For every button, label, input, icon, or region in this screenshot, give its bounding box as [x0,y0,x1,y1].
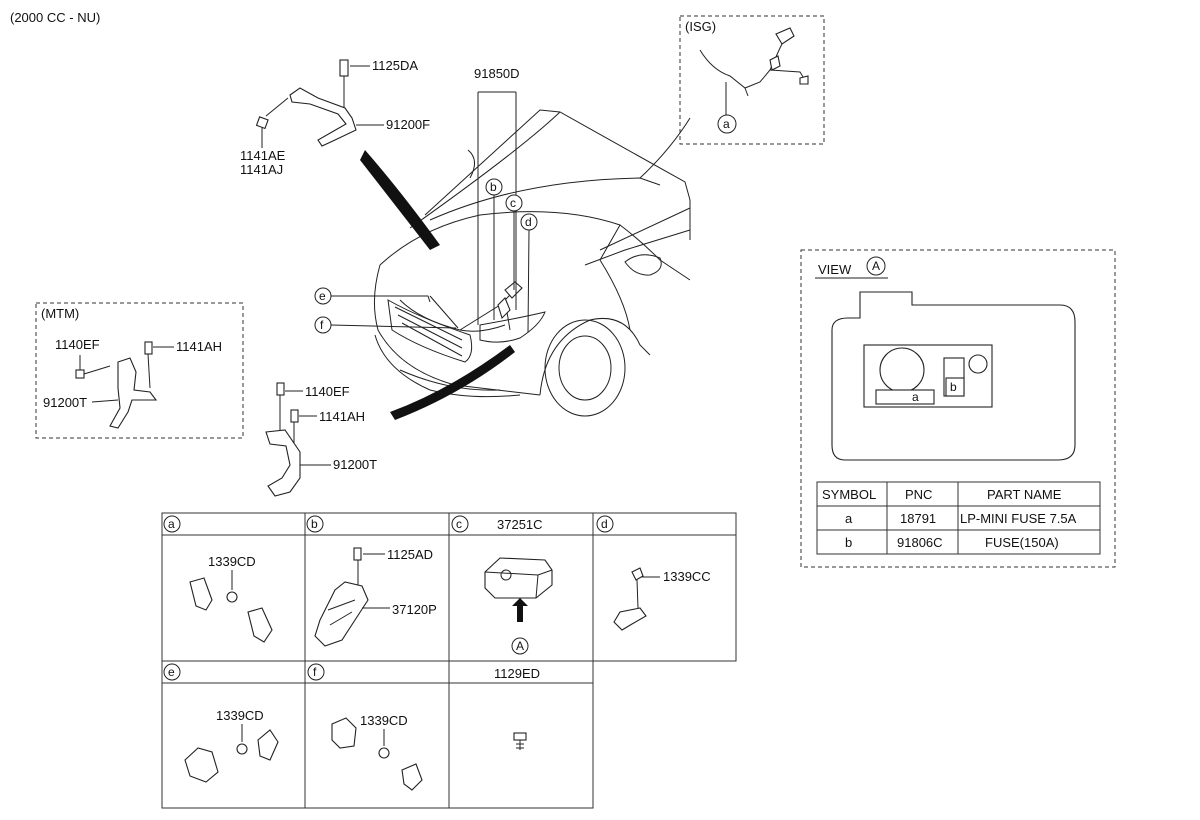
label-91200T-main: 91200T [333,457,377,472]
view-a-box: VIEW A a b SYMBOL PNC PART NAME a 18791 … [800,249,1116,568]
engine-label: (2000 CC - NU) [10,10,100,25]
label-1140EF-main: 1140EF [305,384,350,399]
detail-cell-f: f 1339CD [307,663,423,791]
marker-b: b [490,180,497,194]
table-cell: a [845,511,853,526]
mtm-title: (MTM) [41,306,79,321]
marker-f: f [320,318,324,332]
svg-text:a: a [168,517,175,531]
detail-cell-a: a 1339CD [163,515,273,643]
view-direction-arrow [512,598,528,622]
cell-c-header: 37251C [497,517,543,532]
isg-title: (ISG) [685,19,716,34]
detail-cell-e: e 1339CD [163,663,279,783]
label-1141AH-mtm: 1141AH [176,339,222,354]
table-header-symbol: SYMBOL [822,487,876,502]
isg-box: (ISG) a [679,15,825,145]
main-markers: b c d e f [314,178,538,334]
label-91200T-mtm: 91200T [43,395,87,410]
svg-text:1339CD: 1339CD [208,554,256,569]
svg-text:91850D: 91850D [474,66,520,81]
cell-1129ED-header: 1129ED [494,666,540,681]
mtm-box: (MTM) 1140EF 1141AH 91200T [35,302,244,439]
pointer-arrow-upper [360,150,440,250]
svg-text:A: A [516,639,524,653]
svg-text:1339CC: 1339CC [663,569,711,584]
harness-91200T: 1140EF 1141AH 91200T [265,382,377,497]
svg-text:1339CD: 1339CD [360,713,408,728]
table-cell: LP-MINI FUSE 7.5A [960,511,1077,526]
view-title: VIEW [818,262,852,277]
detail-cell-d: d 1339CC [596,515,711,631]
marker-d: d [525,215,532,229]
table-cell: FUSE(150A) [985,535,1059,550]
marker-e: e [319,289,326,303]
detail-grid: a 1339CD b 1125AD 37120P c 37251C [161,512,737,809]
table-cell: 91806C [897,535,943,550]
view-marker-A: A [872,259,880,273]
label-1141AH-main: 1141AH [319,409,365,424]
detail-cell-c: c 37251C A [451,515,553,655]
car-illustration [360,109,691,420]
table-cell: b [845,535,852,550]
label-1141AJ: 1141AJ [240,162,283,177]
label-91200F: 91200F [386,117,430,132]
label-1141AE: 1141AE [240,148,286,163]
marker-c: c [510,196,516,210]
battery-fuse-block [497,281,523,320]
isg-marker-a: a [723,117,730,131]
svg-text:b: b [311,517,318,531]
svg-text:1339CD: 1339CD [216,708,264,723]
label-1125DA: 1125DA [372,58,418,73]
pointer-arrow-lower [390,345,515,420]
fuse-table: SYMBOL PNC PART NAME a 18791 LP-MINI FUS… [816,481,1101,555]
label-1140EF-mtm: 1140EF [55,337,100,352]
svg-text:f: f [313,665,317,679]
detail-cell-1129ED: 1129ED [494,666,540,750]
table-header-partname: PART NAME [987,487,1062,502]
svg-text:e: e [168,665,175,679]
detail-cell-b: b 1125AD 37120P [306,515,437,647]
fuse-label-b: b [950,380,957,394]
harness-91200F: 1125DA 91200F 1141AE 1141AJ [240,58,430,177]
table-header-pnc: PNC [905,487,932,502]
fuse-label-a: a [912,390,919,404]
svg-text:1125AD: 1125AD [387,547,433,562]
svg-text:c: c [456,517,462,531]
table-cell: 18791 [900,511,936,526]
svg-text:37120P: 37120P [392,602,437,617]
svg-text:d: d [601,517,608,531]
